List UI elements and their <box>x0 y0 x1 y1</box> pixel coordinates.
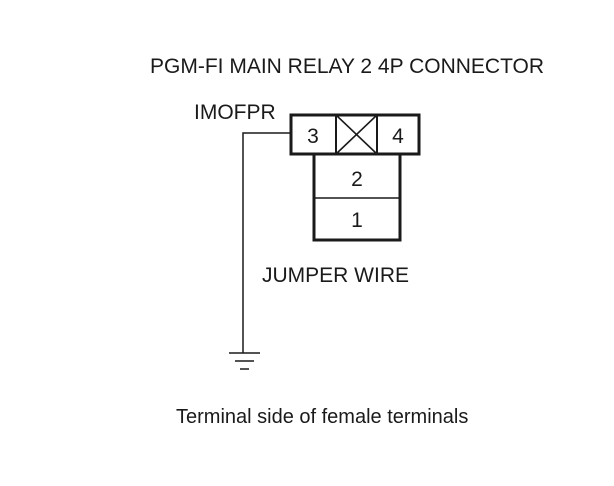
connector-4p <box>289 113 421 242</box>
terminal-4: 4 <box>392 125 404 148</box>
jumper-wire-label: JUMPER WIRE <box>262 264 409 287</box>
terminal-1: 1 <box>351 209 363 232</box>
jumper-wire <box>242 132 291 353</box>
diagram-caption: Terminal side of female terminals <box>176 406 468 428</box>
diagram-title: PGM-FI MAIN RELAY 2 4P CONNECTOR <box>150 55 544 78</box>
ground-icon <box>229 352 260 370</box>
signal-label-imofpr: IMOFPR <box>194 101 276 124</box>
terminal-3: 3 <box>307 125 319 148</box>
crossed-box-icon <box>335 114 378 155</box>
terminal-2: 2 <box>351 168 363 191</box>
connector-lower-body <box>312 152 402 242</box>
